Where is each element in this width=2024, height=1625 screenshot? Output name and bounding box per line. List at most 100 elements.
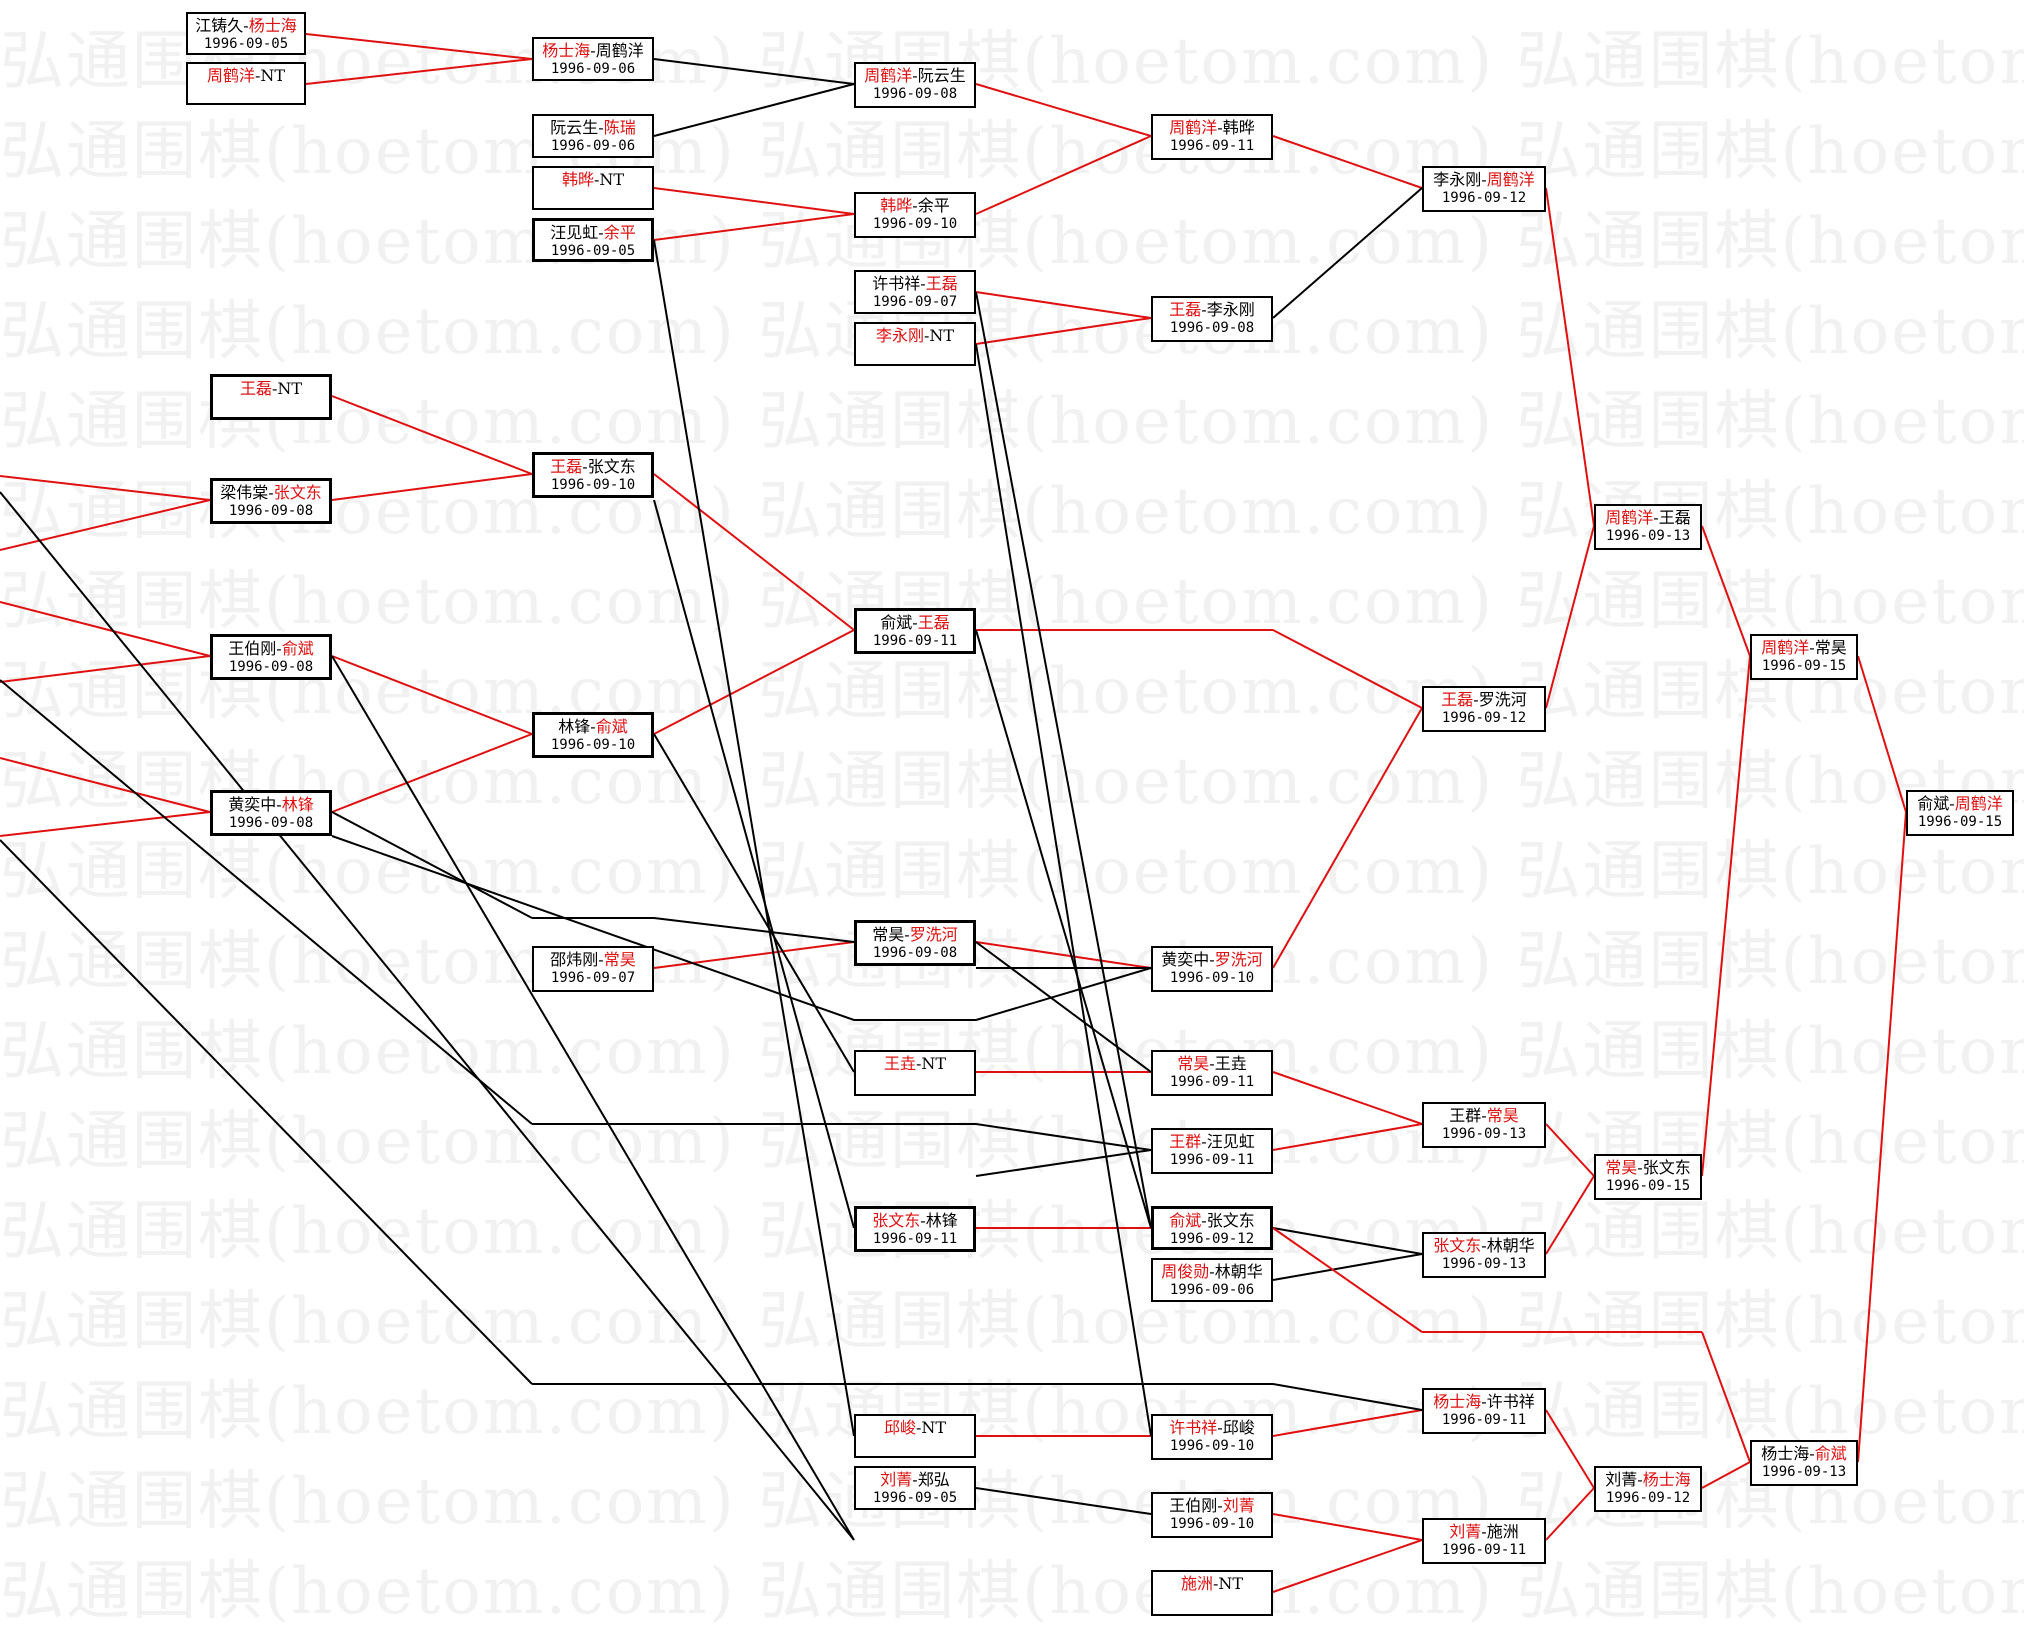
match-node: 韩晔-NT xyxy=(532,166,654,210)
match-date: 1996-09-10 xyxy=(872,216,958,232)
match-date: 1996-09-10 xyxy=(1169,970,1255,986)
player-2: NT xyxy=(921,1418,947,1437)
player-2: 杨士海 xyxy=(248,16,297,35)
player-1: 王群 xyxy=(1169,1132,1202,1151)
player-1: 常昊 xyxy=(872,925,905,944)
match-date: 1996-09-11 xyxy=(1441,1542,1527,1558)
match-date: 1996-09-05 xyxy=(872,1490,958,1506)
player-1: 周鹤洋 xyxy=(1761,638,1810,657)
player-1: 王伯刚 xyxy=(1169,1496,1218,1515)
player-2: 俞斌 xyxy=(595,717,628,736)
player-2: 林锋 xyxy=(925,1211,958,1230)
winner-link xyxy=(653,941,855,969)
player-2: 刘菁 xyxy=(1222,1496,1255,1515)
winner-link xyxy=(975,317,1152,345)
player-1: 刘菁 xyxy=(1449,1522,1482,1541)
winner-link xyxy=(1545,1487,1595,1541)
winner-link xyxy=(1545,187,1595,527)
player-2: 邱峻 xyxy=(1222,1418,1255,1437)
winner-link xyxy=(331,733,533,813)
match-date: 1996-09-08 xyxy=(872,86,958,102)
player-1: 江铸久 xyxy=(195,16,244,35)
match-node: 王磊-NT xyxy=(210,374,332,420)
player-1: 常昊 xyxy=(1605,1158,1638,1177)
loser-link xyxy=(653,917,855,943)
loser-link xyxy=(975,1149,1152,1177)
player-2: 阮云生 xyxy=(917,66,966,85)
player-1: 王垚 xyxy=(883,1054,916,1073)
loser-link xyxy=(331,835,855,1021)
winner-link xyxy=(1701,1461,1751,1489)
player-1: 韩晔 xyxy=(561,170,594,189)
match-date: 1996-09-11 xyxy=(1169,1152,1255,1168)
winner-link xyxy=(1272,707,1423,969)
winner-link xyxy=(975,941,1152,969)
player-2: 常昊 xyxy=(1486,1106,1519,1125)
player-1: 阮云生 xyxy=(550,118,599,137)
winner-link xyxy=(1272,1539,1423,1593)
winner-link xyxy=(1701,655,1751,1177)
player-1: 刘菁 xyxy=(880,1470,913,1489)
player-1: 韩晔 xyxy=(880,196,913,215)
player-2: 周鹤洋 xyxy=(595,41,644,60)
winner-link xyxy=(1701,525,1751,657)
loser-link xyxy=(1272,187,1423,319)
player-1: 王伯刚 xyxy=(228,639,277,658)
match-date: 1996-09-08 xyxy=(228,815,314,831)
loser-link xyxy=(331,655,855,1541)
winner-link xyxy=(0,757,211,813)
loser-link xyxy=(1272,1227,1423,1255)
loser-link xyxy=(653,239,855,1437)
player-1: 张文东 xyxy=(1433,1236,1482,1255)
player-2: 罗洗河 xyxy=(1214,950,1263,969)
player-2: 王磊 xyxy=(917,613,950,632)
winner-link xyxy=(1545,1409,1595,1489)
player-2: 张文东 xyxy=(273,483,322,502)
player-1: 王磊 xyxy=(1169,300,1202,319)
winner-link xyxy=(653,187,855,215)
player-1: 王磊 xyxy=(550,457,583,476)
winner-link xyxy=(1272,1071,1423,1125)
player-1: 俞斌 xyxy=(1169,1211,1202,1230)
loser-link xyxy=(975,941,1152,1073)
match-date: 1996-09-05 xyxy=(550,243,636,259)
loser-link xyxy=(1272,1383,1423,1411)
match-date: 1996-09-13 xyxy=(1761,1464,1847,1480)
player-1: 邱峻 xyxy=(883,1418,916,1437)
player-2: NT xyxy=(921,1054,947,1073)
winner-link xyxy=(1272,1409,1423,1437)
winner-link xyxy=(0,499,211,551)
player-2: 王磊 xyxy=(925,274,958,293)
match-date: 1996-09-13 xyxy=(1441,1126,1527,1142)
winner-link xyxy=(305,33,533,60)
player-2: 林朝华 xyxy=(1486,1236,1535,1255)
player-2: 常昊 xyxy=(1814,638,1847,657)
winner-link xyxy=(305,58,533,85)
winner-link xyxy=(653,473,855,631)
loser-link xyxy=(653,58,855,85)
player-2: 余平 xyxy=(603,223,636,242)
loser-link xyxy=(0,679,533,1125)
player-2: 林锋 xyxy=(281,795,314,814)
player-2: 周鹤洋 xyxy=(1954,794,2003,813)
player-2: 张文东 xyxy=(587,457,636,476)
player-1: 周鹤洋 xyxy=(1169,118,1218,137)
player-1: 周鹤洋 xyxy=(864,66,913,85)
